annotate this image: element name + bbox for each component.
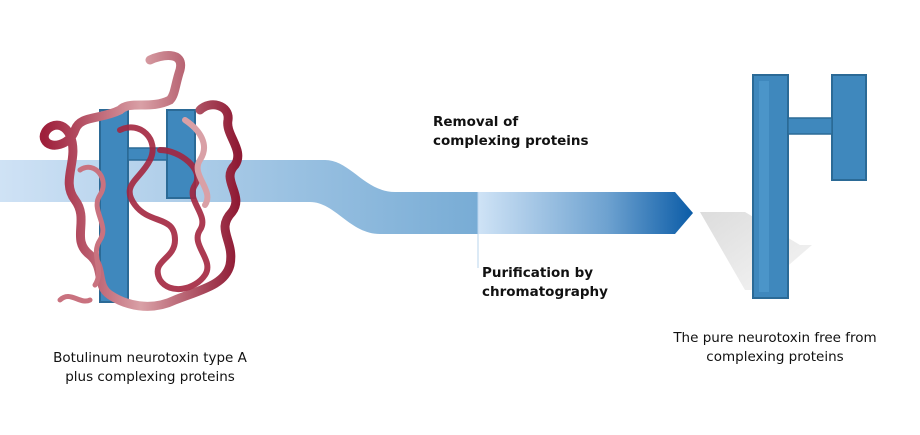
purification-arrow <box>478 192 693 234</box>
removal-label: Removal of complexing proteins <box>433 113 589 151</box>
pure-neurotoxin-h-icon <box>752 74 867 299</box>
input-caption: Botulinum neurotoxin type A plus complex… <box>20 349 280 387</box>
purification-label: Purification by chromatography <box>482 264 608 302</box>
output-caption-line: The pure neurotoxin free from <box>673 330 877 346</box>
ribbon-icon <box>39 51 243 311</box>
input-caption-line: Botulinum neurotoxin type A <box>53 350 247 366</box>
removal-label-line: Removal of <box>433 114 519 130</box>
output-caption-line: complexing proteins <box>706 349 844 365</box>
input-caption-line: plus complexing proteins <box>65 369 235 385</box>
output-caption: The pure neurotoxin free from complexing… <box>645 329 905 367</box>
protein-complex-icon <box>39 51 243 311</box>
purification-label-line: Purification by <box>482 265 594 281</box>
removal-label-line: complexing proteins <box>433 133 589 149</box>
purification-label-line: chromatography <box>482 284 608 300</box>
